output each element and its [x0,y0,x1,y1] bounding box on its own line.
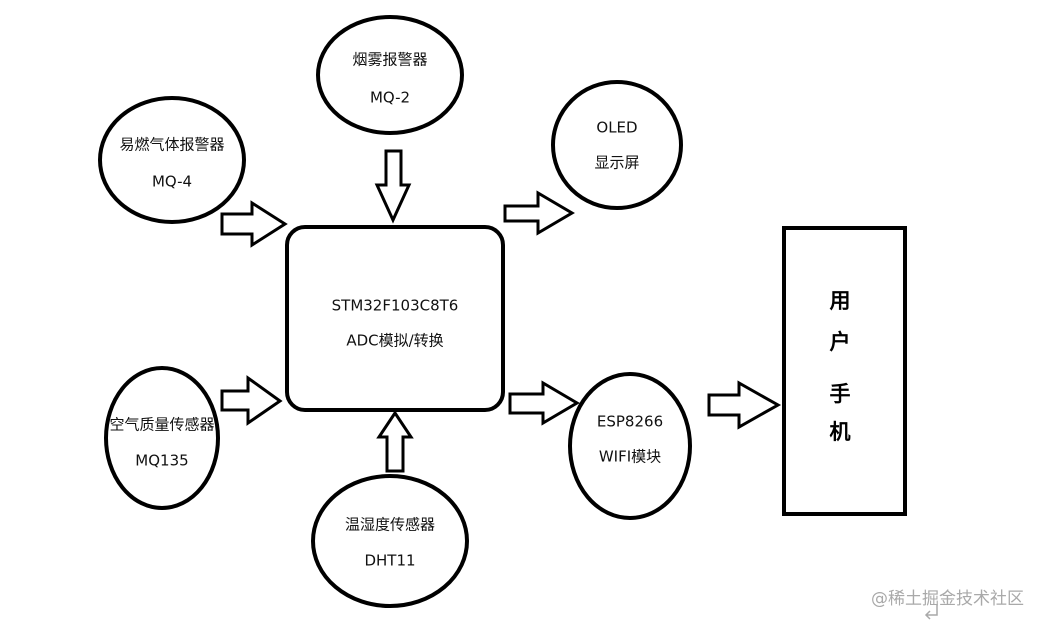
oled-display-name: OLED [596,119,637,137]
node-wifi-module: ESP8266 WIFI模块 [568,372,692,520]
node-mcu: STM32F103C8T6 ADC模拟/转换 [285,225,505,412]
node-air-quality-sensor: 空气质量传感器 MQ135 [104,366,220,510]
arrow-mcu-to-oled [503,190,575,236]
oled-display-label: 显示屏 [594,154,639,172]
user-phone-char-3: 手 [830,382,851,406]
arrow-wifi-to-phone [707,380,782,430]
temp-humidity-sensor-model: DHT11 [364,552,415,570]
node-flammable-gas-alarm: 易燃气体报警器 MQ-4 [98,96,246,224]
watermark-text: @稀土掘金技术社区 [871,589,1024,609]
temp-humidity-sensor-name: 温湿度传感器 [345,516,435,534]
node-temp-humidity-sensor: 温湿度传感器 DHT11 [311,474,469,608]
arrow-mcu-to-wifi [508,380,580,426]
node-user-phone: 用 户 手 机 [782,226,907,516]
arrow-temp-humidity-to-mcu [376,410,414,473]
arrow-smoke-to-mcu [374,149,412,224]
smoke-alarm-name: 烟雾报警器 [352,51,427,69]
wifi-module-name: WIFI模块 [599,448,661,466]
smoke-alarm-model: MQ-2 [370,89,410,107]
node-smoke-alarm: 烟雾报警器 MQ-2 [316,15,464,135]
arrow-air-quality-to-mcu [220,375,283,426]
node-oled-display: OLED 显示屏 [551,80,683,210]
flammable-gas-alarm-name: 易燃气体报警器 [119,136,224,154]
air-quality-sensor-name: 空气质量传感器 [109,416,214,434]
user-phone-char-2: 户 [830,330,851,354]
mcu-function: ADC模拟/转换 [346,332,443,350]
mcu-model: STM32F103C8T6 [332,297,459,315]
user-phone-char-1: 用 [830,289,851,313]
air-quality-sensor-model: MQ135 [135,452,188,470]
user-phone-char-4: 机 [830,420,851,444]
wifi-module-model: ESP8266 [597,413,663,431]
arrow-flammable-gas-to-mcu [220,200,288,248]
watermark: @稀土掘金技术社区 [871,589,1024,620]
flammable-gas-alarm-model: MQ-4 [152,173,192,191]
return-arrow-icon [924,604,938,620]
